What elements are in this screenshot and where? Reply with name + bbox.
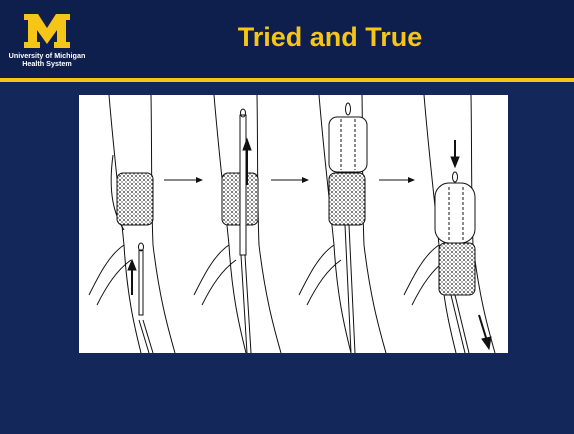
um-health-system-logo: University of Michigan Health System — [4, 12, 90, 72]
panel-4 — [404, 95, 495, 353]
slide-title: Tried and True — [180, 22, 480, 53]
slide-header: University of Michigan Health System Tri… — [0, 0, 574, 78]
stent-illustration-drawing — [79, 95, 508, 353]
logo-wordmark: University of Michigan Health System — [4, 52, 90, 68]
panel-3 — [299, 95, 386, 353]
panel-2 — [194, 95, 281, 353]
stent-deployment-illustration — [79, 95, 508, 353]
panel-1 — [89, 95, 175, 353]
block-m-logo-icon — [22, 12, 72, 50]
header-divider — [0, 78, 574, 82]
logo-line2: Health System — [4, 60, 90, 68]
